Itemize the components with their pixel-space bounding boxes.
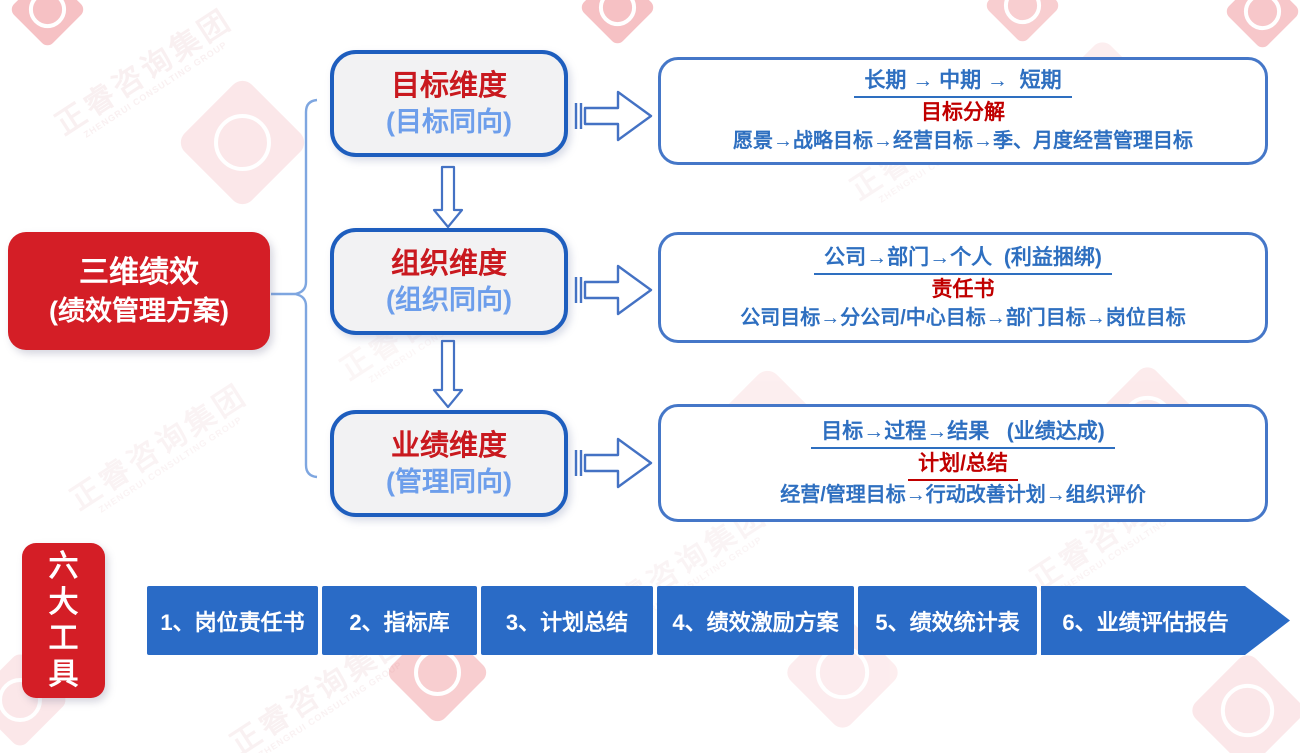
dimension-title: 业绩维度 — [390, 430, 507, 462]
detail-middle-line: 目标分解 — [921, 101, 1005, 124]
dimension-box-goal: 目标维度 (目标同向) — [330, 50, 568, 157]
detail-top-line: 长期 → 中期 → 短期 — [661, 66, 1265, 98]
dimension-subtitle: (组织同向) — [386, 285, 512, 315]
tool-item-4: 4、绩效激励方案 — [657, 586, 854, 655]
detail-box-performance: 目标→过程→结果 (业绩达成) 计划/总结 经营/管理目标→行动改善计划→组织评… — [658, 404, 1268, 522]
detail-bottom-line: 公司目标→分公司/中心目标→部门目标→岗位目标 — [740, 306, 1186, 329]
dimension-title: 组织维度 — [390, 248, 507, 280]
detail-top-line: 公司→部门→个人 (利益捆绑) — [661, 243, 1265, 275]
detail-box-organization: 公司→部门→个人 (利益捆绑) 责任书 公司目标→分公司/中心目标→部门目标→岗… — [658, 232, 1268, 343]
main-title: 三维绩效 — [79, 256, 199, 289]
detail-middle-line: 责任书 — [931, 277, 995, 301]
dimension-subtitle: (目标同向) — [386, 107, 512, 137]
tools-label-text: 六大工具 — [48, 549, 79, 691]
tools-label-box: 六大工具 — [22, 543, 105, 698]
tool-item-6: 6、业绩评估报告 — [1041, 586, 1290, 655]
detail-middle-line: 计划/总结 — [661, 449, 1265, 481]
right-arrow-icon — [574, 90, 653, 142]
dimension-box-organization: 组织维度 (组织同向) — [330, 228, 568, 335]
tool-item-5: 5、绩效统计表 — [858, 586, 1037, 655]
main-subtitle: (绩效管理方案) — [49, 296, 229, 326]
detail-box-goal: 长期 → 中期 → 短期 目标分解 愿景→战略目标→经营目标→季、月度经营管理目… — [658, 57, 1268, 165]
brace-connector — [271, 98, 318, 479]
tool-item-1: 1、岗位责任书 — [147, 586, 318, 655]
dimension-title: 目标维度 — [390, 70, 507, 102]
detail-bottom-line: 经营/管理目标→行动改善计划→组织评价 — [780, 483, 1146, 506]
down-arrow-icon — [432, 165, 464, 229]
detail-bottom-line: 愿景→战略目标→经营目标→季、月度经营管理目标 — [733, 130, 1193, 152]
right-arrow-icon — [574, 264, 653, 316]
tool-item-2: 2、指标库 — [322, 586, 477, 655]
tool-item-3: 3、计划总结 — [481, 586, 653, 655]
down-arrow-icon — [432, 339, 464, 409]
right-arrow-icon — [574, 437, 653, 489]
main-summary-box: 三维绩效 (绩效管理方案) — [8, 232, 270, 350]
dimension-subtitle: (管理同向) — [386, 467, 512, 497]
dimension-box-performance: 业绩维度 (管理同向) — [330, 410, 568, 517]
detail-top-line: 目标→过程→结果 (业绩达成) — [661, 417, 1265, 449]
